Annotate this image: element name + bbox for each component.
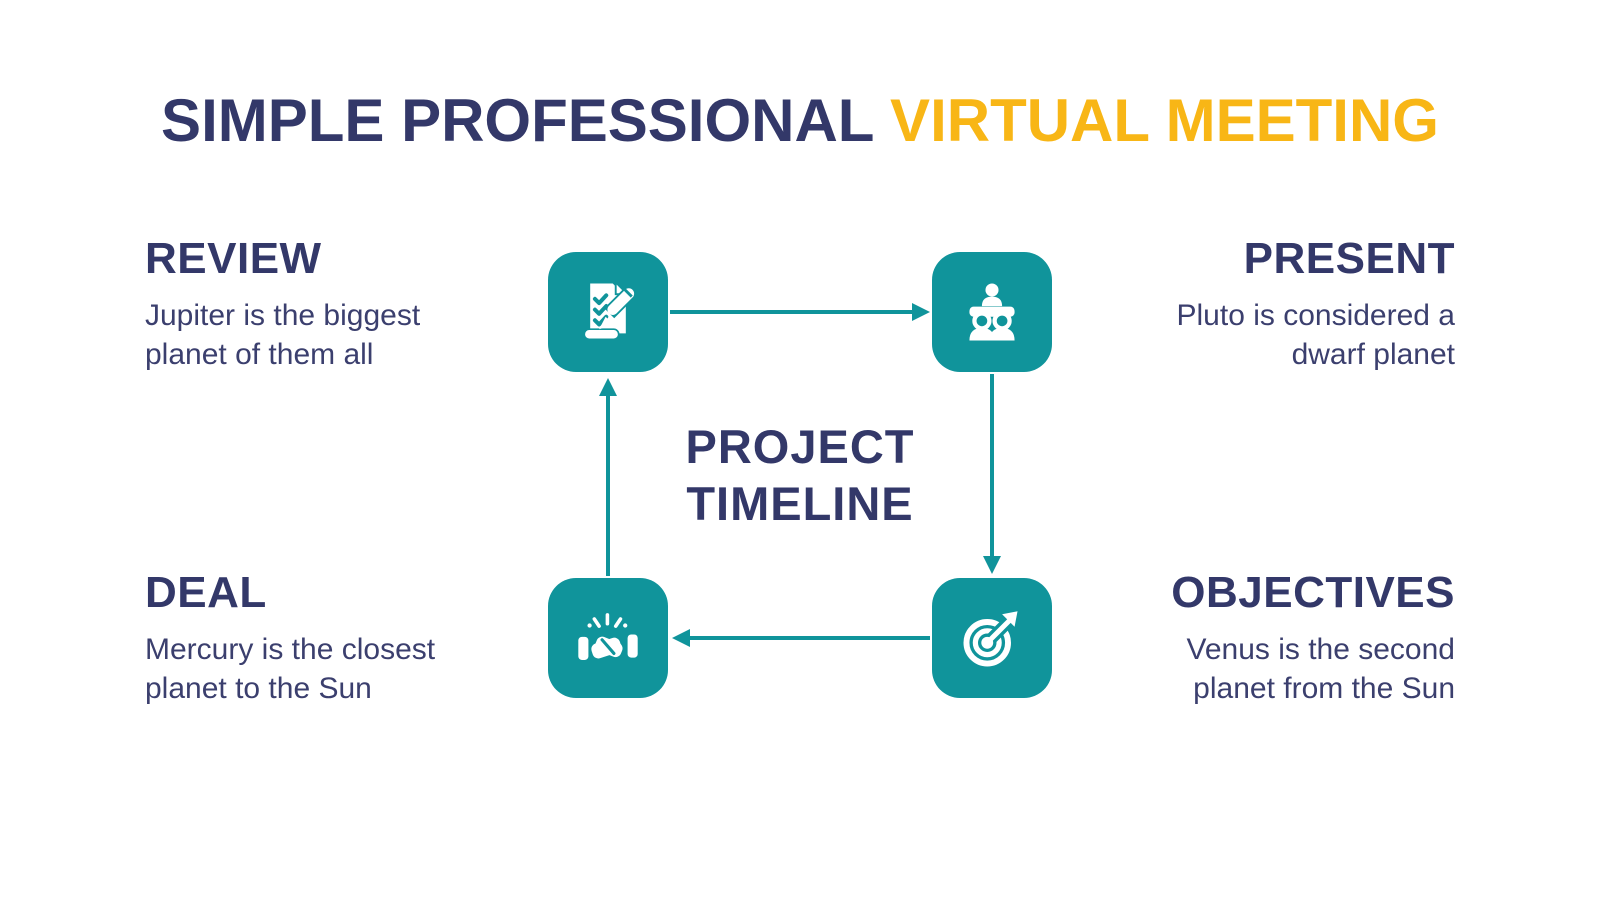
step-objectives-description: Venus is the second planet from the Sun bbox=[1186, 633, 1455, 705]
arrow-objectives-to-deal bbox=[672, 629, 930, 647]
step-present-description: Pluto is considered a dwarf planet bbox=[1176, 299, 1456, 371]
step-objectives: OBJECTIVES Venus is the second planet fr… bbox=[1115, 570, 1455, 708]
title-part-primary: SIMPLE PROFESSIONAL bbox=[161, 87, 874, 154]
step-review-label: REVIEW bbox=[145, 234, 322, 283]
step-objectives-label: OBJECTIVES bbox=[1171, 568, 1455, 617]
diagram-center-title-line2: TIMELINE bbox=[686, 477, 914, 530]
step-deal: DEAL Mercury is the closest planet to th… bbox=[145, 570, 515, 708]
target-dart-icon bbox=[954, 600, 1030, 676]
step-deal-label: DEAL bbox=[145, 568, 267, 617]
objectives-tile bbox=[932, 578, 1052, 698]
meeting-people-icon bbox=[954, 274, 1030, 350]
diagram-center-title: PROJECT TIMELINE bbox=[600, 418, 1000, 532]
step-review: REVIEW Jupiter is the biggest planet of … bbox=[145, 236, 505, 374]
title-part-accent: VIRTUAL MEETING bbox=[890, 87, 1439, 154]
step-review-description: Jupiter is the biggest planet of them al… bbox=[145, 299, 421, 371]
handshake-icon bbox=[570, 600, 646, 676]
arrow-review-to-present bbox=[670, 303, 930, 321]
step-present: PRESENT Pluto is considered a dwarf plan… bbox=[1115, 234, 1456, 374]
review-tile bbox=[548, 252, 668, 372]
slide-title: SIMPLE PROFESSIONAL VIRTUAL MEETING bbox=[0, 86, 1600, 155]
diagram-center-title-line1: PROJECT bbox=[685, 420, 915, 473]
checklist-pencil-icon bbox=[570, 274, 646, 350]
step-deal-description: Mercury is the closest planet to the Sun bbox=[145, 633, 436, 705]
step-present-label: PRESENT bbox=[1243, 234, 1455, 283]
deal-tile bbox=[548, 578, 668, 698]
present-tile bbox=[932, 252, 1052, 372]
